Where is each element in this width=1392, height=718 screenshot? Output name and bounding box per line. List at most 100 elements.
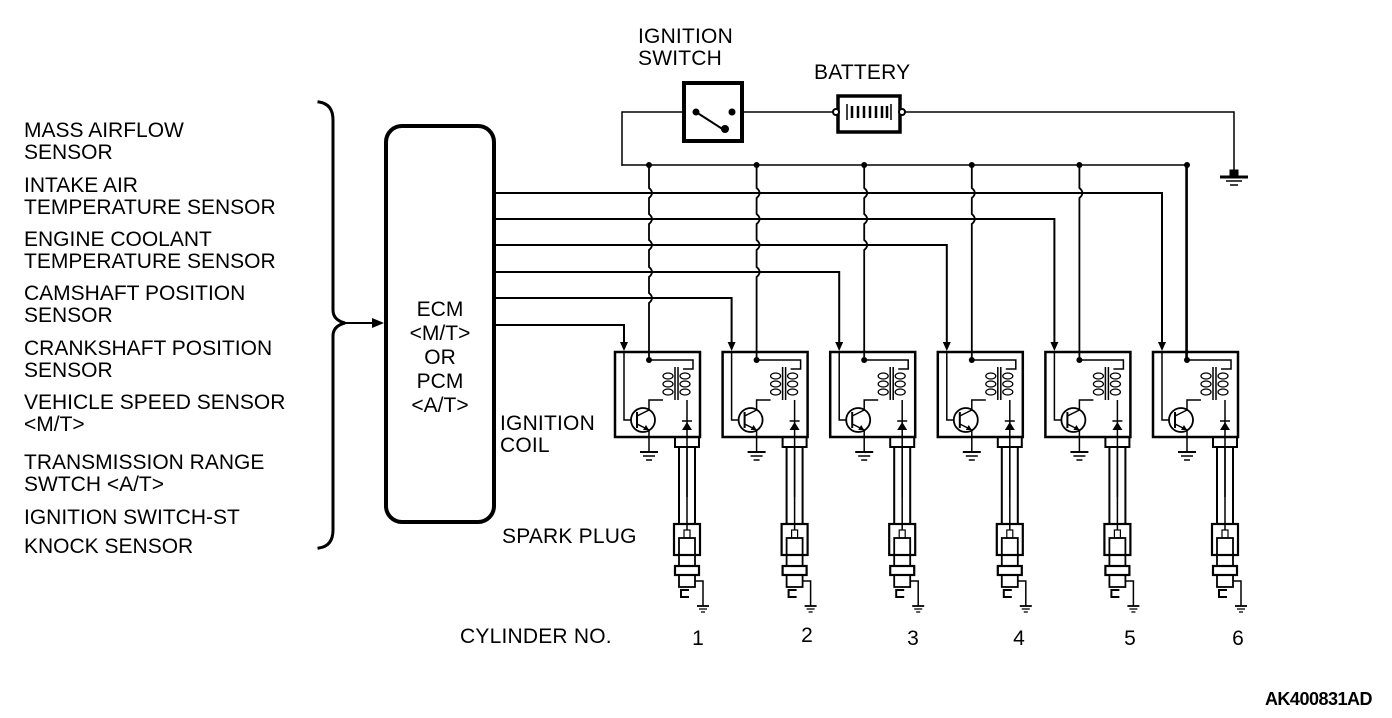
power-feed-wire: [621, 111, 685, 166]
plug-ground-wire: [1125, 580, 1135, 606]
transistor-collector: [1067, 409, 1080, 417]
plug-ground-wire: [1233, 580, 1242, 606]
plug-hex: [1104, 564, 1131, 577]
transistor-collector: [636, 409, 650, 417]
primary-winding: [1200, 372, 1212, 380]
signal-arrow-icon: [942, 342, 951, 351]
transistor-icon: [737, 407, 764, 433]
secondary-winding: [894, 388, 906, 396]
secondary-winding: [1002, 380, 1014, 388]
primary-to-transistor-wire: [1078, 399, 1094, 410]
transistor-icon: [845, 407, 872, 433]
plug-hex: [889, 564, 916, 577]
coil-box: [1044, 350, 1132, 439]
plug-cap: [1103, 522, 1132, 557]
cylinder-number: 5: [1124, 627, 1136, 650]
primary-to-transistor-wire: [971, 399, 986, 410]
secondary-winding: [786, 380, 799, 388]
plug-insulator: [678, 537, 696, 567]
plug-hex: [1211, 564, 1239, 577]
primary-wire: [864, 359, 909, 370]
primary-wire: [1187, 359, 1232, 370]
plug-insulator: [893, 537, 912, 567]
plug-insulator: [1108, 537, 1127, 567]
plug-electrode: [1110, 589, 1120, 598]
plug-terminal: [1006, 529, 1014, 539]
emitter-arrow: [965, 425, 972, 430]
secondary-winding: [1109, 388, 1122, 396]
signal-arrow-icon: [620, 342, 628, 351]
plug-hex: [996, 564, 1023, 577]
transistor-icon: [630, 407, 656, 433]
cylinder-number: 3: [907, 627, 919, 650]
diode-icon: [1112, 422, 1123, 430]
signal-arrow-icon: [727, 342, 736, 351]
primary-wire: [971, 359, 1017, 370]
signal-arrow-icon: [835, 342, 844, 351]
cylinder-number: 2: [801, 624, 813, 647]
emitter-arrow: [1073, 425, 1080, 430]
base-wire: [838, 352, 847, 421]
primary-winding: [985, 380, 997, 388]
battery-cells: [832, 104, 906, 120]
sensor-to-ecm-arrow: [372, 318, 384, 328]
rail-junction-dot: [753, 162, 760, 168]
sensor-label: TRANSMISSION RANGE SWTCH <A/T>: [24, 451, 265, 496]
transistor-collector: [1174, 409, 1188, 417]
plug-electrode: [895, 589, 905, 598]
plug-cap: [888, 522, 917, 557]
plug-terminal: [1221, 529, 1229, 539]
sensor-label: IGNITION SWITCH-ST: [24, 506, 240, 529]
sensor-label: MASS AIRFLOW SENSOR: [24, 119, 184, 164]
ecm-signal-wire: [494, 192, 1163, 346]
coil-box: [721, 350, 809, 439]
ecm-signal-wire: [494, 218, 1056, 346]
signal-arrow-icon: [1158, 342, 1166, 351]
base-wire: [946, 352, 954, 421]
ignition-coil-1: [494, 162, 709, 613]
power-feed-wire: [1078, 165, 1084, 360]
primary-winding: [985, 388, 997, 396]
sensor-label: CAMSHAFT POSITION SENSOR: [24, 282, 246, 327]
primary-winding: [1092, 372, 1105, 380]
base-wire: [1161, 352, 1169, 421]
ignition-coil-label: IGNITION COIL: [500, 412, 595, 457]
spark-plug-label: SPARK PLUG: [502, 525, 637, 548]
plug-cap: [1210, 522, 1240, 557]
diode-icon: [789, 422, 800, 430]
sensor-label: KNOCK SENSOR: [24, 535, 194, 558]
ecm-signal-wire: [494, 297, 733, 346]
transistor-collector: [744, 409, 757, 417]
plug-thread: [893, 574, 912, 588]
primary-winding: [1092, 388, 1105, 396]
primary-winding: [769, 388, 782, 396]
transistor-collector: [851, 409, 865, 417]
plug-thread: [1216, 574, 1234, 588]
rail-junction-dot: [861, 162, 868, 168]
plug-thread: [1108, 574, 1127, 588]
cylinder-number: 4: [1013, 627, 1025, 650]
primary-wire: [1079, 359, 1125, 370]
primary-winding: [662, 388, 674, 396]
plug-electrode: [680, 589, 689, 598]
plug-terminal: [683, 529, 691, 539]
secondary-winding: [786, 372, 799, 380]
secondary-winding: [679, 380, 691, 388]
sensor-label: ENGINE COOLANT TEMPERATURE SENSOR: [24, 228, 276, 273]
secondary-winding: [1002, 388, 1014, 396]
rail-junction-dot: [646, 162, 652, 168]
ignition-coil-6: [494, 162, 1247, 613]
plug-electrode: [1002, 589, 1012, 598]
primary-to-transistor-wire: [863, 399, 879, 410]
power-feed-wire: [648, 165, 653, 360]
ignition-switch-contacts: [692, 108, 736, 133]
sensor-label: CRANKSHAFT POSITION SENSOR: [24, 337, 273, 382]
plug-hex: [781, 564, 808, 577]
plug-ground-wire: [910, 580, 919, 606]
primary-to-transistor-wire: [1186, 399, 1201, 410]
primary-winding: [662, 380, 674, 388]
plug-thread: [1000, 574, 1019, 588]
emitter-arrow: [1181, 425, 1187, 430]
coil-box: [1151, 350, 1240, 439]
ignition-coils-layer: [494, 162, 1247, 613]
